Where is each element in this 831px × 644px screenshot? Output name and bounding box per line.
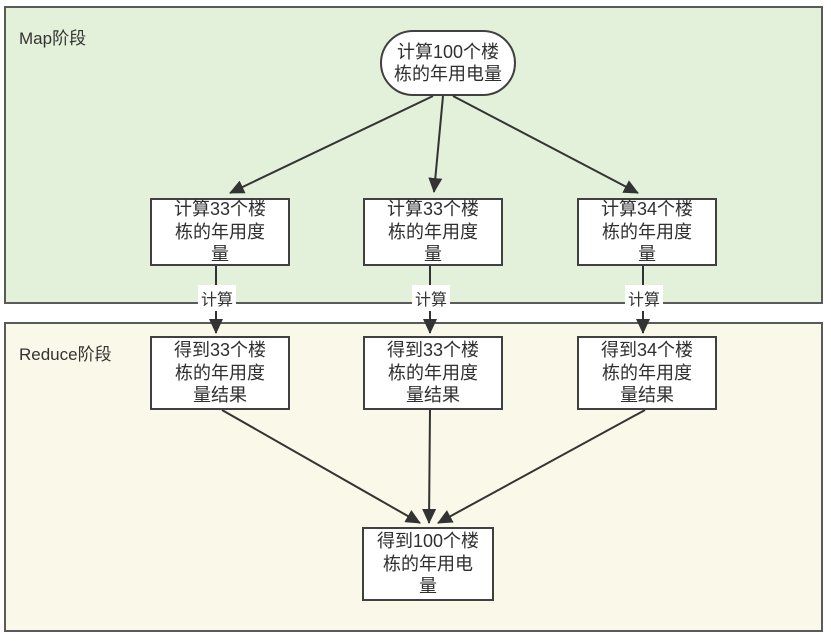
- map-worker-node-2: 计算33个楼栋的年用度量: [363, 198, 503, 266]
- reduce-worker-node-1: 得到33个楼栋的年用度量结果: [150, 336, 290, 410]
- map-phase-label: Map阶段: [19, 29, 87, 48]
- reduce-phase-label: Reduce阶段: [19, 345, 112, 364]
- root-task-node: 计算100个楼栋的年用电量: [380, 30, 516, 96]
- edge-label-calculate-1: 计算: [197, 285, 237, 311]
- edge-label-calculate-3: 计算: [624, 285, 664, 311]
- edge-label-calculate-2: 计算: [411, 285, 451, 311]
- reduce-worker-node-2: 得到33个楼栋的年用度量结果: [363, 336, 503, 410]
- map-worker-node-1: 计算33个楼栋的年用度量: [150, 198, 290, 266]
- result-node: 得到100个楼栋的年用电量: [362, 527, 494, 601]
- reduce-worker-node-3: 得到34个楼栋的年用度量结果: [577, 336, 717, 410]
- map-worker-node-3: 计算34个楼栋的年用度量: [577, 198, 717, 266]
